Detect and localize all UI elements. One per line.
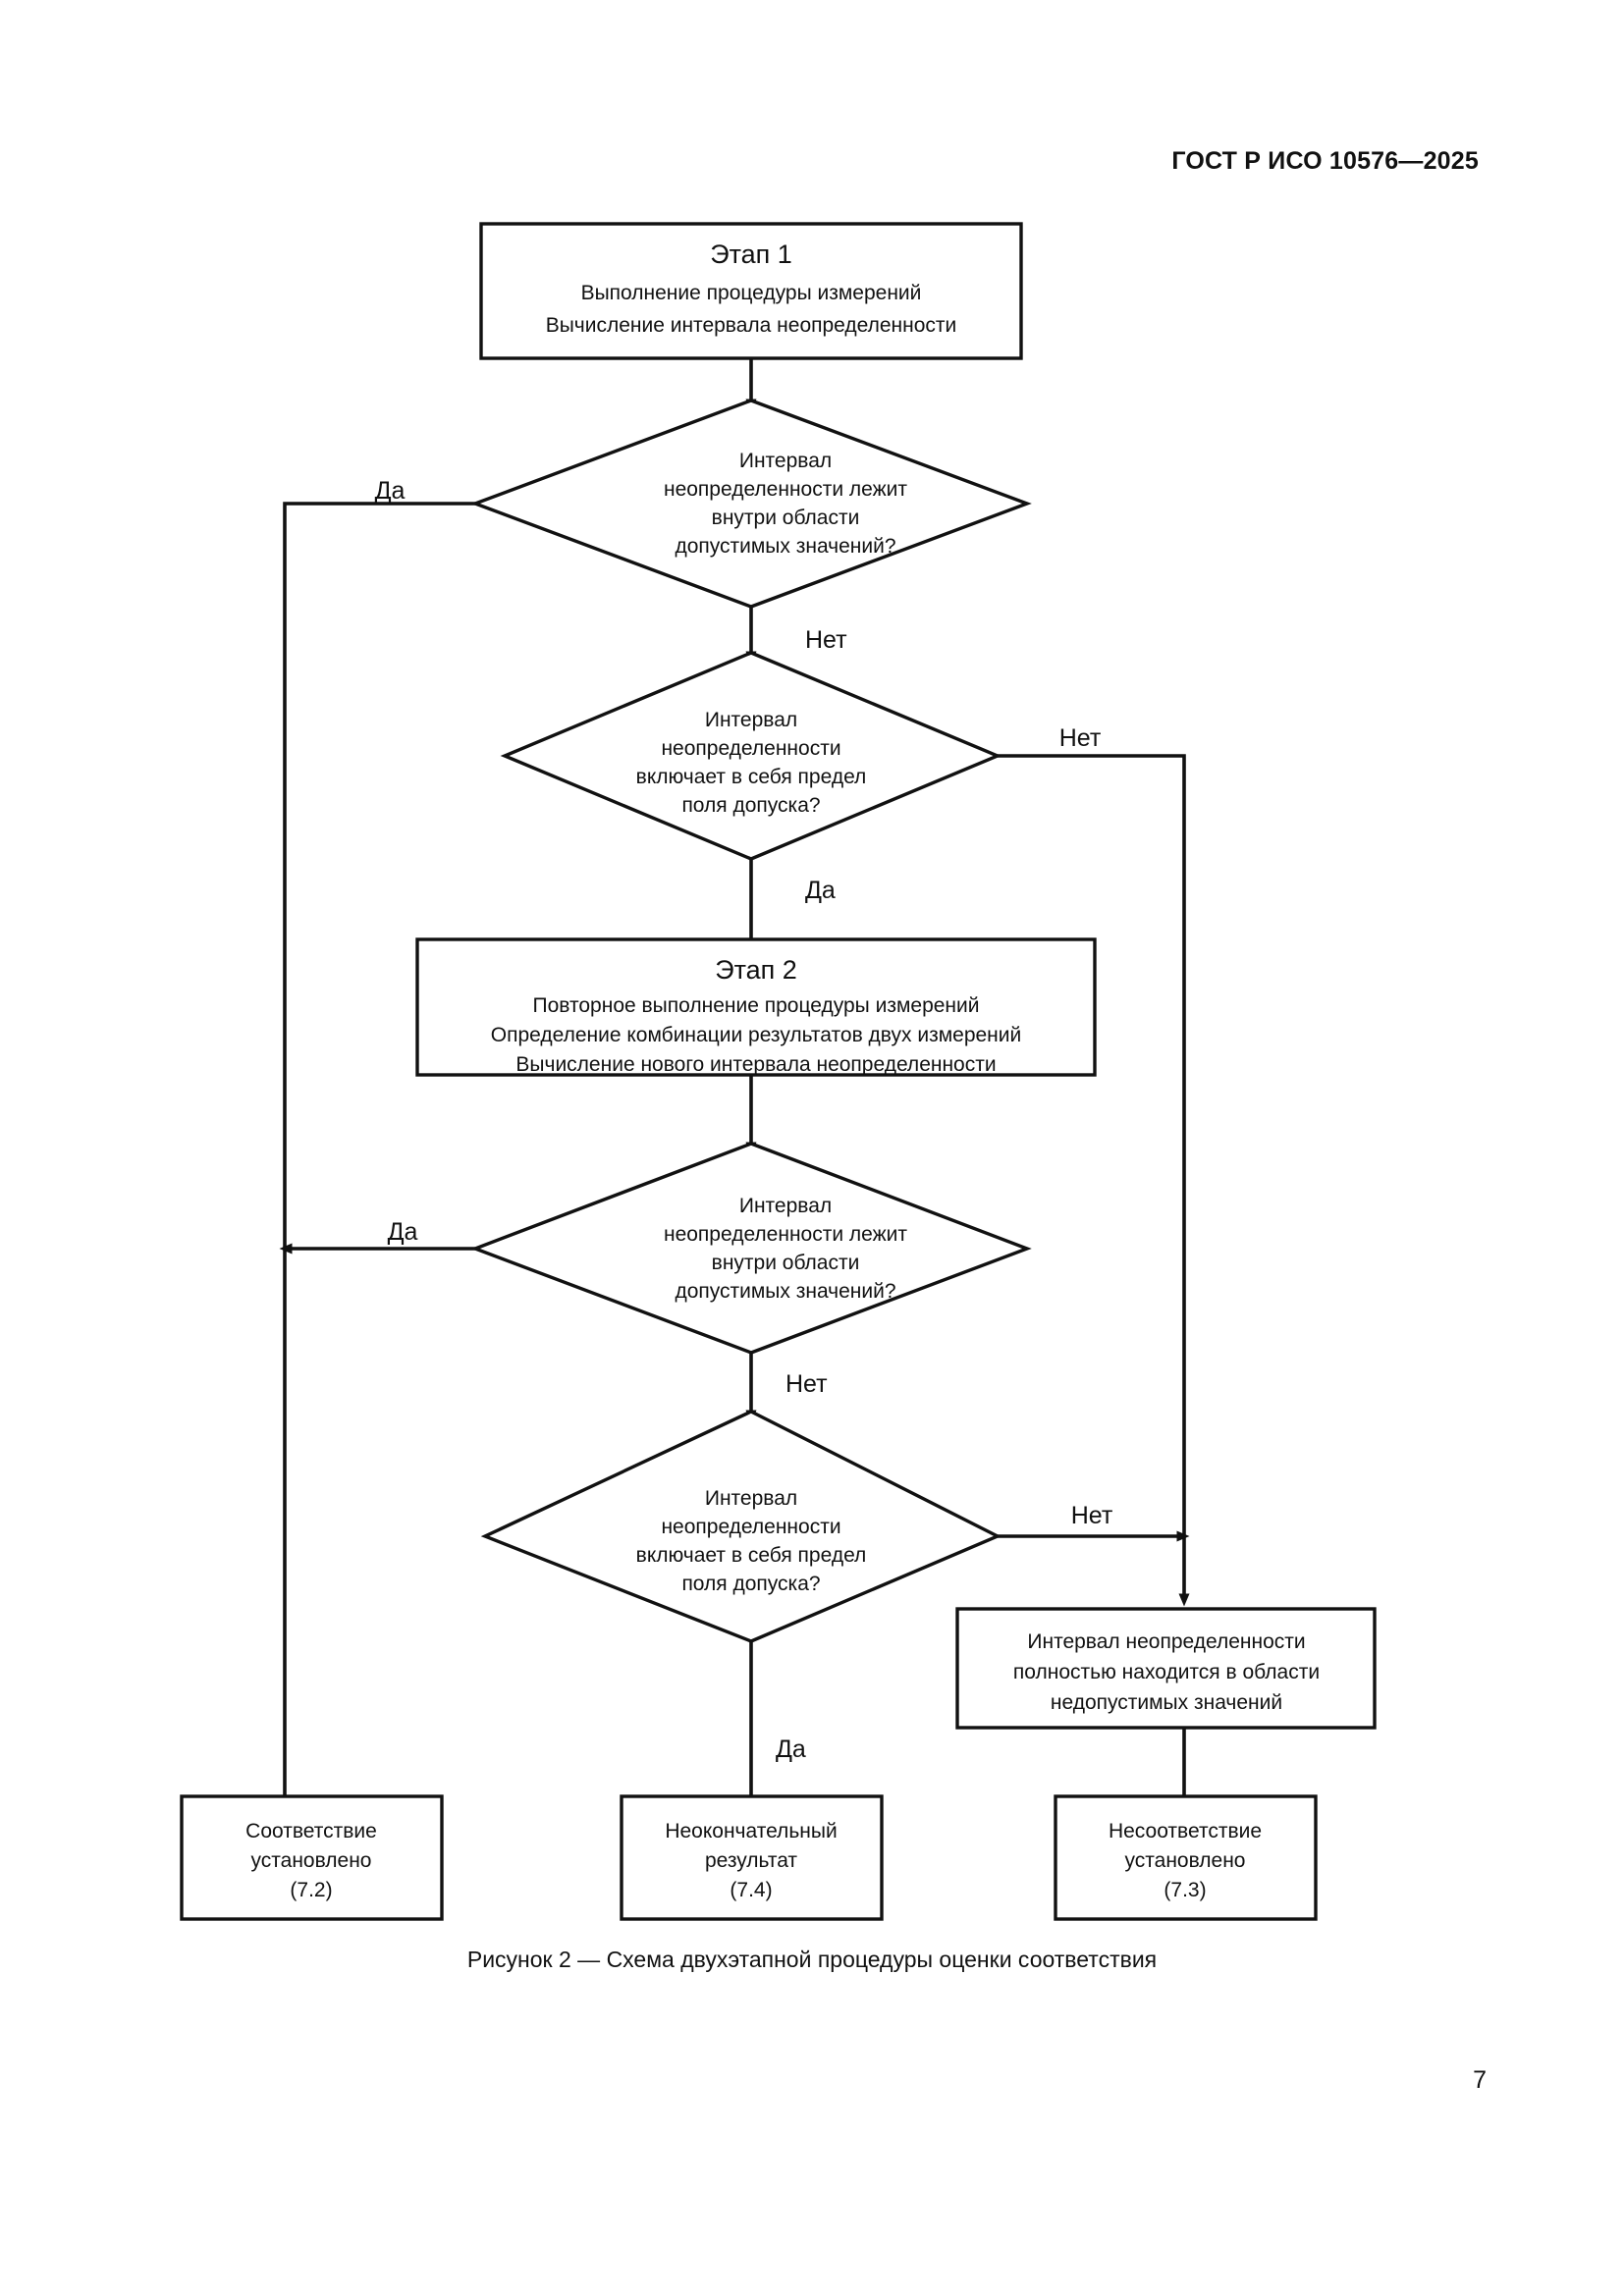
decision4-diamond: Интервал неопределенности включает в себ… (480, 1410, 1002, 1643)
flowchart-connectors (279, 358, 1190, 1808)
decision4-line2: неопределенности (661, 1516, 840, 1538)
decision1-line2: неопределенности лежит (664, 478, 907, 501)
decision1-line1: Интервал (739, 450, 832, 472)
decision3-diamond: Интервал неопределенности лежит внутри о… (470, 1142, 1032, 1355)
decision1-diamond: Интервал неопределенности лежит внутри о… (470, 399, 1032, 609)
region-box-line1: Интервал неопределенности (1027, 1630, 1305, 1653)
decision1-line3: внутри области (712, 507, 860, 529)
decision3-line1: Интервал (739, 1195, 832, 1217)
stage2-title: Этап 2 (715, 955, 797, 985)
terminal-nonconformity-box: Несоответствие установлено (7.3) (1054, 1794, 1318, 1921)
region-box-line2: полностью находится в области (1013, 1661, 1320, 1683)
document-header-standard-number: ГОСТ Р ИСО 10576—2025 (1171, 147, 1479, 175)
terminal-conformity-line3: (7.2) (290, 1879, 332, 1901)
decision1-line4: допустимых значений? (675, 535, 895, 558)
stage2-line3: Вычисление нового интервала неопределенн… (515, 1053, 996, 1076)
figure-caption: Рисунок 2 — Схема двухэтапной процедуры … (466, 1947, 1158, 1972)
decision4-line4: поля допуска? (681, 1573, 820, 1595)
decision3-line4: допустимых значений? (675, 1280, 895, 1303)
decision2-line4: поля допуска? (681, 794, 820, 817)
terminal-nonconformity-line2: установлено (1125, 1849, 1246, 1872)
decision4-line3: включает в себя предел (636, 1544, 867, 1567)
terminal-conformity-line2: установлено (251, 1849, 372, 1872)
decision2-yes-label: Да (805, 877, 836, 904)
terminal-inconclusive-line1: Неокончательный (665, 1820, 837, 1842)
connector-decision2-no-to-right-bus (998, 754, 1190, 1607)
decision2-line2: неопределенности (661, 737, 840, 760)
stage1-line2: Вычисление интервала неопределенности (546, 314, 957, 337)
stage1-box: Этап 1 Выполнение процедуры измерений Вы… (479, 222, 1023, 360)
terminal-conformity-line1: Соответствие (245, 1820, 377, 1842)
decision3-no-label: Нет (785, 1370, 828, 1398)
decision3-line3: внутри области (712, 1252, 860, 1274)
decision2-diamond: Интервал неопределенности включает в себ… (500, 651, 1002, 861)
stage2-line1: Повторное выполнение процедуры измерений (533, 994, 980, 1017)
terminal-inconclusive-box: Неокончательный результат (7.4) (620, 1794, 884, 1921)
decision4-line1: Интервал (705, 1487, 797, 1510)
decision3-yes-label: Да (388, 1218, 418, 1246)
decision3-line2: неопределенности лежит (664, 1223, 907, 1246)
terminal-nonconformity-line3: (7.3) (1164, 1879, 1206, 1901)
nonconforming-region-box: Интервал неопределенности полностью нахо… (955, 1607, 1377, 1730)
connector-decision1-yes-to-left-bus (279, 502, 475, 1808)
region-box-line3: недопустимых значений (1051, 1691, 1282, 1714)
terminal-inconclusive-line3: (7.4) (730, 1879, 772, 1901)
stage1-title: Этап 1 (710, 240, 792, 269)
decision2-line3: включает в себя предел (636, 766, 867, 788)
decision2-no-label: Нет (1059, 724, 1102, 752)
stage2-line2: Определение комбинации результатов двух … (491, 1024, 1021, 1046)
terminal-nonconformity-line1: Несоответствие (1109, 1820, 1262, 1842)
decision4-no-label: Нет (1071, 1502, 1113, 1529)
decision4-yes-label: Да (776, 1735, 806, 1763)
decision1-no-label: Нет (805, 626, 847, 654)
page-number: 7 (1473, 2066, 1487, 2094)
terminal-conformity-box: Соответствие установлено (7.2) (180, 1794, 444, 1921)
decision1-yes-label: Да (375, 477, 406, 505)
decision2-line1: Интервал (705, 709, 797, 731)
stage2-box: Этап 2 Повторное выполнение процедуры из… (415, 937, 1097, 1077)
stage1-line1: Выполнение процедуры измерений (581, 282, 922, 304)
terminal-inconclusive-line2: результат (705, 1849, 797, 1872)
